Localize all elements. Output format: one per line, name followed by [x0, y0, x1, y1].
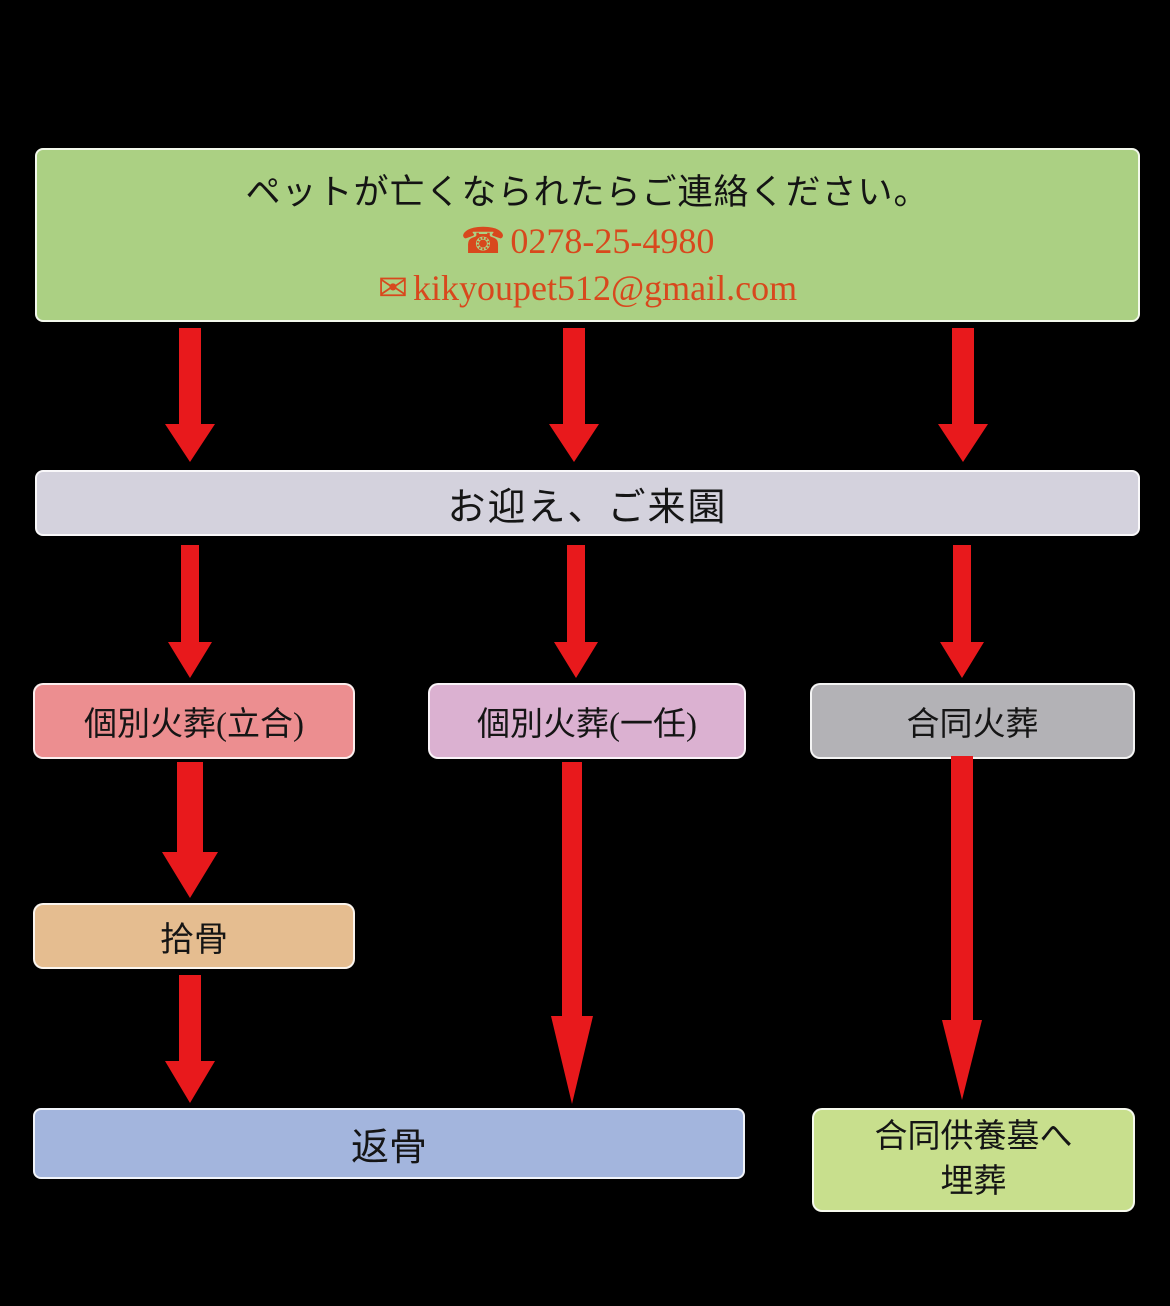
email-line: ✉ kikyoupet512@gmail.com	[378, 267, 797, 309]
joint-burial-line2: 埋葬	[940, 1164, 1007, 1200]
bone-return-label: 返骨	[350, 1127, 427, 1169]
phone-line: ☎ 0278-25-4980	[461, 220, 715, 262]
bone-pickup-label: 拾骨	[160, 921, 228, 959]
arrow-down-3	[938, 328, 988, 462]
option-label-joint-cremation: 合同火葬	[906, 707, 1039, 743]
arrow-down-5	[554, 545, 598, 678]
arrow-down-6	[940, 545, 984, 678]
arrow-down-9	[551, 762, 593, 1104]
arrow-down-7	[162, 762, 218, 898]
arrow-down-4	[168, 545, 212, 678]
option-box-joint-cremation: 合同火葬	[810, 683, 1135, 759]
option-box-private-attended: 個別火葬(立合)	[33, 683, 355, 759]
option-label-private-attended: 個別火葬(立合)	[84, 707, 304, 743]
arrow-down-2	[549, 328, 599, 462]
contact-title: ペットが亡くなられたらご連絡ください。	[245, 172, 930, 212]
phone-number: 0278-25-4980	[510, 220, 715, 261]
arrival-label: お迎え、ご来園	[447, 486, 728, 529]
arrow-down-10	[942, 756, 982, 1100]
joint-burial-box: 合同供養墓へ 埋葬	[812, 1108, 1135, 1212]
option-label-private-entrusted: 個別火葬(一任)	[477, 707, 697, 743]
bone-return-box: 返骨	[33, 1108, 745, 1179]
option-box-private-entrusted: 個別火葬(一任)	[428, 683, 746, 759]
arrow-down-8	[165, 975, 215, 1103]
bone-pickup-box: 拾骨	[33, 903, 355, 969]
email-address: kikyoupet512@gmail.com	[413, 267, 798, 308]
contact-box: ペットが亡くなられたらご連絡ください。 ☎ 0278-25-4980 ✉ kik…	[35, 148, 1140, 322]
arrival-box: お迎え、ご来園	[35, 470, 1140, 536]
arrow-down-1	[165, 328, 215, 462]
phone-icon: ☎	[460, 220, 506, 261]
joint-burial-line1: 合同供養墓へ	[874, 1119, 1073, 1156]
email-icon: ✉	[377, 267, 409, 308]
